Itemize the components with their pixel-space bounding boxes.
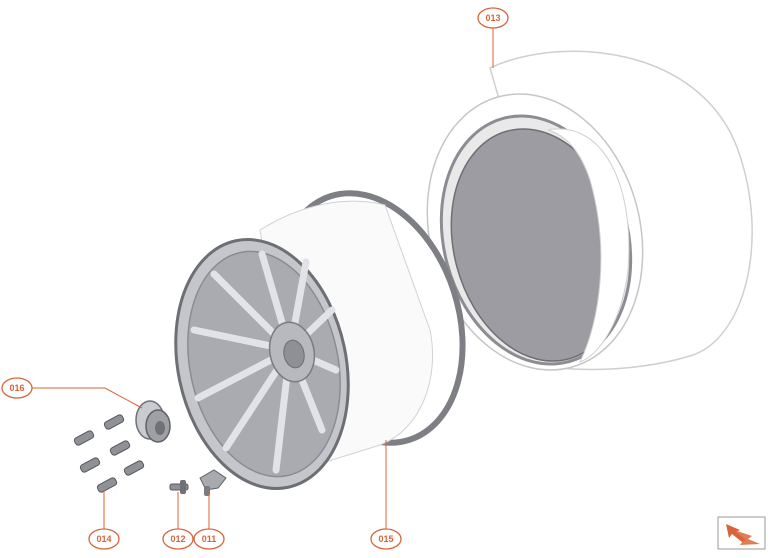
callout-012: 012 [162,528,194,550]
leader-lines [26,28,494,530]
double-arrow-down-right-icon [726,524,760,545]
center-lock-nut [135,400,171,443]
wheel-bolt [79,457,101,473]
wheel-bolt [103,414,125,430]
tire-inner-backwall [547,128,630,363]
callout-label-015: 015 [378,534,393,544]
tpms-sensor [199,469,227,496]
callout-016: 016 [1,377,33,399]
wheel-bolt [96,477,118,493]
rim-hub-center [283,339,305,369]
center-lock-core [155,421,165,435]
tire [426,50,753,371]
wheel-bolt [109,440,131,456]
tire-valve [169,480,189,494]
callout-label-012: 012 [170,534,185,544]
leader-016 [26,387,143,409]
callout-014: 014 [88,528,120,550]
callout-013: 013 [477,7,509,29]
wheel-bolt [123,460,145,476]
callout-label-011: 011 [202,534,217,544]
wheel-bolts [73,414,145,493]
callout-label-013: 013 [485,13,500,23]
callout-label-014: 014 [96,534,111,544]
callout-011: 011 [193,528,225,550]
wheel-bolt [73,430,95,446]
callout-label-016: 016 [9,383,24,393]
callout-015: 015 [370,528,402,550]
wheel-rim [174,190,466,490]
nav-arrow-button[interactable] [717,516,766,550]
